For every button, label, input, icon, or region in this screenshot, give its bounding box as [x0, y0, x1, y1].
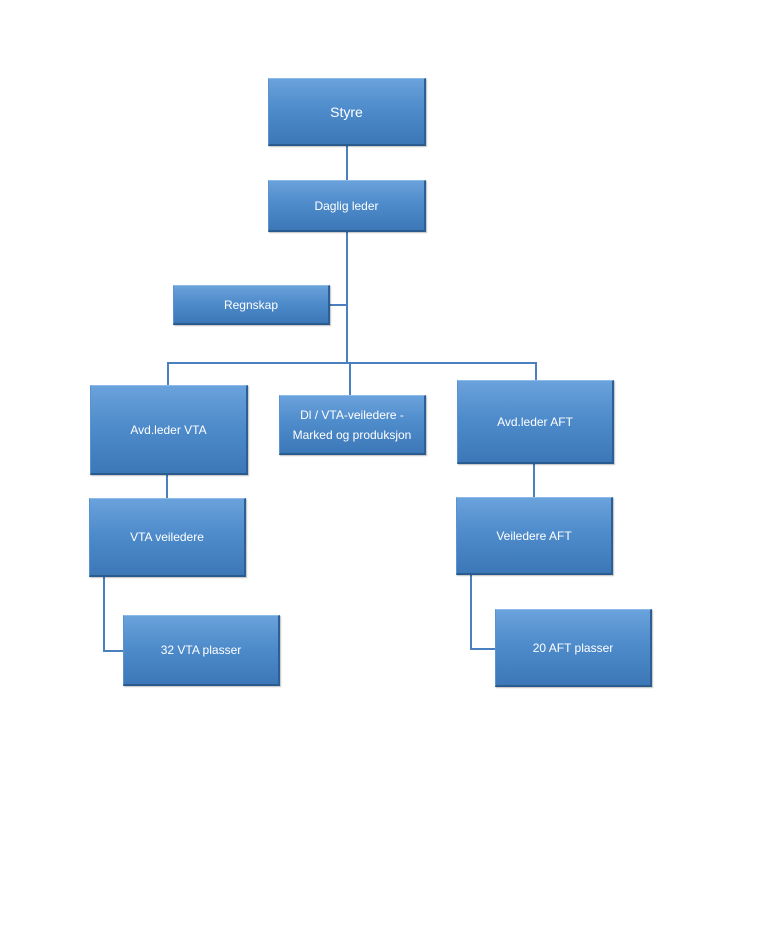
node-aft-advisors: Veiledere AFT	[456, 497, 613, 575]
connector-vta-head-advisors	[166, 475, 168, 498]
node-vta-advisors: VTA veiledere	[89, 498, 246, 577]
connector-aft-head-advisors	[533, 464, 535, 497]
connector-board-director	[346, 146, 348, 180]
node-managing-director: Daglig leder	[268, 180, 426, 232]
node-dept-head-vta: Avd.leder VTA	[90, 385, 248, 475]
node-aft-places: 20 AFT plasser	[495, 609, 652, 687]
node-board: Styre	[268, 78, 426, 146]
connector-right-drop	[535, 362, 537, 380]
connector-vta-places-vertical	[103, 577, 105, 651]
node-vta-places: 32 VTA plasser	[123, 615, 280, 686]
node-dl-vta-advisors: Dl / VTA-veiledere - Marked og produksjo…	[279, 395, 426, 455]
connector-vta-places-horizontal	[103, 650, 123, 652]
connector-accounting	[330, 304, 347, 306]
connector-aft-places-horizontal	[470, 648, 495, 650]
connector-horizontal-branch	[167, 362, 537, 364]
connector-aft-places-vertical	[470, 575, 472, 649]
connector-left-drop	[167, 362, 169, 385]
connector-middle-drop	[349, 362, 351, 395]
node-accounting: Regnskap	[173, 285, 330, 325]
node-dept-head-aft: Avd.leder AFT	[457, 380, 614, 464]
connector-director-trunk	[346, 232, 348, 364]
